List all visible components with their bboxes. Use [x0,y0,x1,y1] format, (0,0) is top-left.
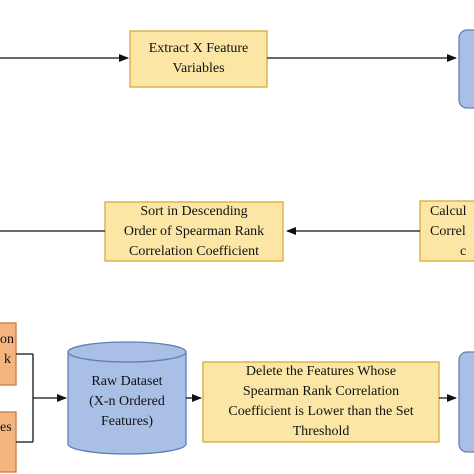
extract-line-1: Extract X Feature [148,41,249,56]
raw-line-3: Features) [100,414,154,429]
calc-line-2: Correl [430,224,466,239]
delete-line-2: Spearman Rank Correlation [242,384,400,399]
sort-line-1: Sort in Descending [140,204,248,219]
delete-line-4: Threshold [292,424,350,439]
calc-line-3: c [460,244,467,259]
raw-dataset-label: Raw Dataset (X-n Ordered Features) [68,372,186,432]
extract-label: Extract X Feature Variables [130,39,267,79]
raw-line-1: Raw Dataset [91,374,163,389]
right-db-bottom-partial [458,351,474,453]
right-db-top-partial [458,29,474,109]
sort-line-2: Order of Spearman Rank [123,224,265,239]
left-bottom-line-1: es [0,420,12,435]
delete-line-3: Coefficient is Lower than the Set [228,404,414,419]
delete-line-1: Delete the Features Whose [245,364,397,379]
left-top-line-1: on [0,332,14,347]
sort-line-3: Correlation Coefficient [129,244,259,259]
extract-line-2: Variables [172,61,225,76]
calc-label: Calcul Correl c [430,202,474,262]
sort-box [104,201,284,262]
delete-box [202,361,440,443]
calc-box-partial [419,200,474,262]
extract-box [129,30,268,88]
left-top-line-2: k [4,352,11,367]
delete-label: Delete the Features Whose Spearman Rank … [203,362,439,442]
left-top-label: on k [0,330,16,370]
calc-line-1: Calcul [430,204,467,219]
raw-dataset-cylinder [67,341,187,455]
sort-label: Sort in Descending Order of Spearman Ran… [105,202,283,262]
left-bottom-label: es [0,418,16,438]
raw-line-2: (X-n Ordered [89,394,165,409]
